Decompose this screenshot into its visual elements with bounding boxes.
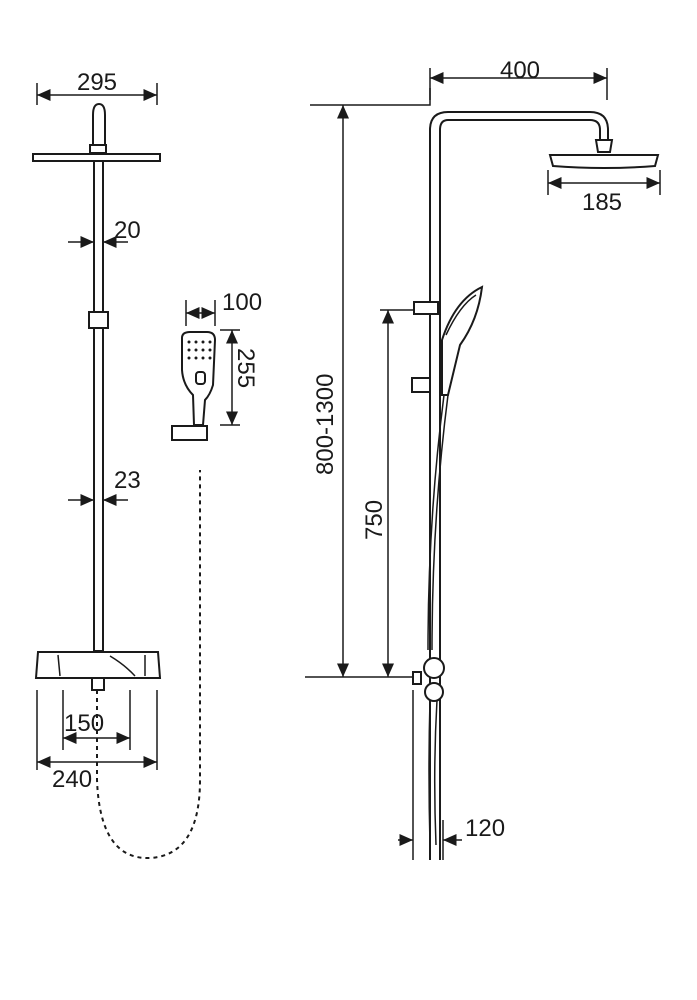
front-view: 295 20 23 150 240: [32, 69, 201, 860]
dim-pipe-lower: 23: [114, 467, 141, 494]
dim-slide-height: 750: [361, 500, 388, 540]
dim-pipe-upper: 20: [114, 217, 141, 244]
side-view: 400 800-1300 185 750 120: [305, 57, 661, 860]
hand-shower-view: 100 255: [171, 289, 262, 441]
dim-hand-width: 100: [222, 289, 262, 316]
dim-hand-height: 255: [232, 348, 259, 388]
dim-height-range: 800-1300: [312, 374, 339, 475]
dim-inlet-spacing: 150: [64, 710, 104, 737]
dim-wall-distance: 120: [465, 815, 505, 842]
dim-head-width: 295: [77, 69, 117, 96]
dim-arm-reach: 400: [500, 57, 540, 84]
dim-mixer-width: 240: [52, 766, 92, 793]
dim-head-diameter: 185: [582, 189, 622, 216]
